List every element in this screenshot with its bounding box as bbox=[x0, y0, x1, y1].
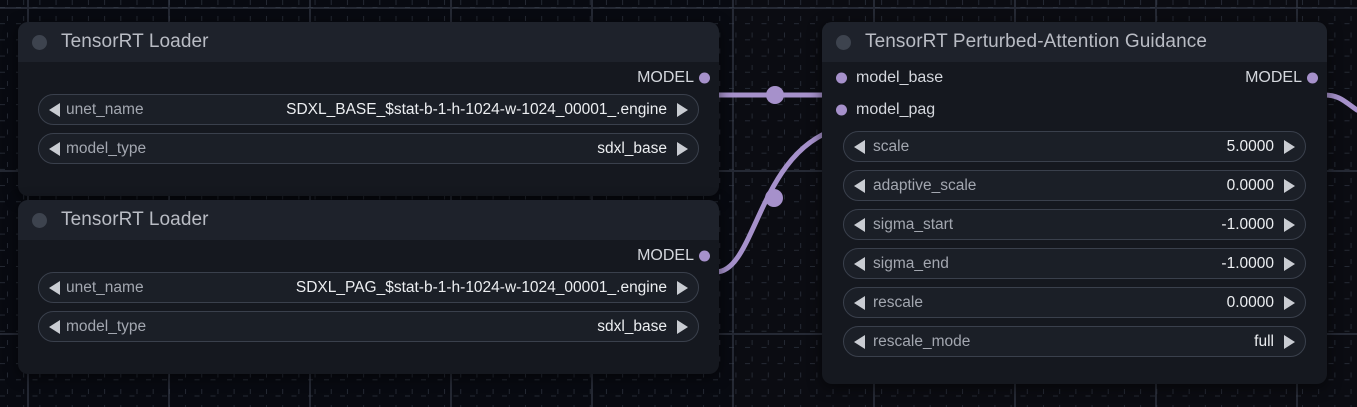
output-port-dot-icon[interactable] bbox=[699, 250, 710, 262]
widget-rescale-mode[interactable]: rescale_mode full bbox=[843, 326, 1306, 357]
node-title: TensorRT Loader bbox=[61, 31, 209, 52]
widget-value[interactable]: 0.0000 bbox=[1226, 293, 1274, 311]
increment-arrow-icon[interactable] bbox=[1284, 178, 1295, 193]
widget-label: scale bbox=[873, 137, 910, 155]
widget-label: rescale_mode bbox=[873, 332, 971, 350]
decrement-arrow-icon[interactable] bbox=[49, 319, 60, 334]
port-row-model-base: model_base MODEL bbox=[822, 62, 1327, 94]
output-port-model[interactable]: MODEL bbox=[18, 62, 719, 94]
increment-arrow-icon[interactable] bbox=[1284, 139, 1295, 154]
increment-arrow-icon[interactable] bbox=[677, 102, 688, 117]
widget-sigma-start[interactable]: sigma_start -1.0000 bbox=[843, 209, 1306, 240]
decrement-arrow-icon[interactable] bbox=[854, 295, 865, 310]
widget-model-type[interactable]: model_type sdxl_base bbox=[38, 311, 699, 342]
node-collapse-dot-icon[interactable] bbox=[32, 212, 47, 228]
widget-unet-name[interactable]: unet_name SDXL_BASE_$stat-b-1-h-1024-w-1… bbox=[38, 94, 699, 125]
widget-scale[interactable]: scale 5.0000 bbox=[843, 131, 1306, 162]
widget-unet-name[interactable]: unet_name SDXL_PAG_$stat-b-1-h-1024-w-10… bbox=[38, 272, 699, 303]
widget-value[interactable]: 0.0000 bbox=[1226, 176, 1274, 194]
widget-label: model_type bbox=[66, 317, 147, 335]
output-port-model[interactable]: MODEL bbox=[18, 240, 719, 272]
increment-arrow-icon[interactable] bbox=[1284, 256, 1295, 271]
widget-rescale[interactable]: rescale 0.0000 bbox=[843, 287, 1306, 318]
increment-arrow-icon[interactable] bbox=[677, 319, 688, 334]
widget-adaptive-scale[interactable]: adaptive_scale 0.0000 bbox=[843, 170, 1306, 201]
decrement-arrow-icon[interactable] bbox=[49, 141, 60, 156]
output-port-label: MODEL bbox=[637, 69, 694, 86]
widget-value[interactable]: SDXL_PAG_$stat-b-1-h-1024-w-1024_00001_.… bbox=[295, 278, 667, 296]
node-body: MODEL unet_name SDXL_BASE_$stat-b-1-h-10… bbox=[18, 62, 719, 185]
increment-arrow-icon[interactable] bbox=[1284, 217, 1295, 232]
decrement-arrow-icon[interactable] bbox=[854, 334, 865, 349]
node-title: TensorRT Perturbed-Attention Guidance bbox=[865, 31, 1208, 52]
increment-arrow-icon[interactable] bbox=[677, 280, 688, 295]
node-tensorrt-perturbed-attention-guidance[interactable]: TensorRT Perturbed-Attention Guidance mo… bbox=[822, 22, 1327, 384]
widget-value[interactable]: -1.0000 bbox=[1221, 215, 1274, 233]
widget-label: rescale bbox=[873, 293, 923, 311]
node-title: TensorRT Loader bbox=[61, 209, 209, 230]
output-port-dot-icon[interactable] bbox=[699, 72, 710, 84]
output-port-dot-icon[interactable] bbox=[1307, 72, 1318, 84]
widget-value[interactable]: sdxl_base bbox=[597, 317, 667, 335]
output-port-label: MODEL bbox=[637, 247, 694, 264]
decrement-arrow-icon[interactable] bbox=[854, 217, 865, 232]
node-tensorrt-loader-base[interactable]: TensorRT Loader MODEL unet_name SDXL_BAS… bbox=[18, 22, 719, 196]
widget-label: sigma_end bbox=[873, 254, 949, 272]
node-collapse-dot-icon[interactable] bbox=[32, 34, 47, 50]
widget-value[interactable]: -1.0000 bbox=[1221, 254, 1274, 272]
output-port-label: MODEL bbox=[1245, 69, 1302, 86]
node-collapse-dot-icon[interactable] bbox=[836, 34, 851, 50]
widget-value[interactable]: sdxl_base bbox=[597, 139, 667, 157]
decrement-arrow-icon[interactable] bbox=[854, 139, 865, 154]
node-body: MODEL unet_name SDXL_PAG_$stat-b-1-h-102… bbox=[18, 240, 719, 363]
decrement-arrow-icon[interactable] bbox=[854, 178, 865, 193]
widget-label: model_type bbox=[66, 139, 147, 157]
widget-sigma-end[interactable]: sigma_end -1.0000 bbox=[843, 248, 1306, 279]
widget-label: adaptive_scale bbox=[873, 176, 977, 194]
node-header[interactable]: TensorRT Loader bbox=[18, 22, 719, 62]
node-header[interactable]: TensorRT Perturbed-Attention Guidance bbox=[822, 22, 1327, 62]
decrement-arrow-icon[interactable] bbox=[49, 102, 60, 117]
widget-label: unet_name bbox=[66, 278, 144, 296]
widget-label: sigma_start bbox=[873, 215, 954, 233]
decrement-arrow-icon[interactable] bbox=[49, 280, 60, 295]
increment-arrow-icon[interactable] bbox=[677, 141, 688, 156]
input-port-dot-icon[interactable] bbox=[836, 104, 847, 116]
widget-label: unet_name bbox=[66, 100, 144, 118]
widget-model-type[interactable]: model_type sdxl_base bbox=[38, 133, 699, 164]
widget-value[interactable]: full bbox=[1254, 332, 1274, 350]
decrement-arrow-icon[interactable] bbox=[854, 256, 865, 271]
widget-value[interactable]: SDXL_BASE_$stat-b-1-h-1024-w-1024_00001_… bbox=[286, 100, 667, 118]
node-header[interactable]: TensorRT Loader bbox=[18, 200, 719, 240]
port-row-model-pag: model_pag bbox=[822, 94, 1327, 126]
increment-arrow-icon[interactable] bbox=[1284, 295, 1295, 310]
input-port-dot-icon[interactable] bbox=[836, 72, 847, 84]
input-port-label: model_pag bbox=[856, 101, 936, 118]
increment-arrow-icon[interactable] bbox=[1284, 334, 1295, 349]
input-port-label: model_base bbox=[856, 69, 944, 86]
node-body: model_base MODEL model_pag scale 5.0000 … bbox=[822, 62, 1327, 378]
node-tensorrt-loader-pag[interactable]: TensorRT Loader MODEL unet_name SDXL_PAG… bbox=[18, 200, 719, 374]
widget-value[interactable]: 5.0000 bbox=[1226, 137, 1274, 155]
